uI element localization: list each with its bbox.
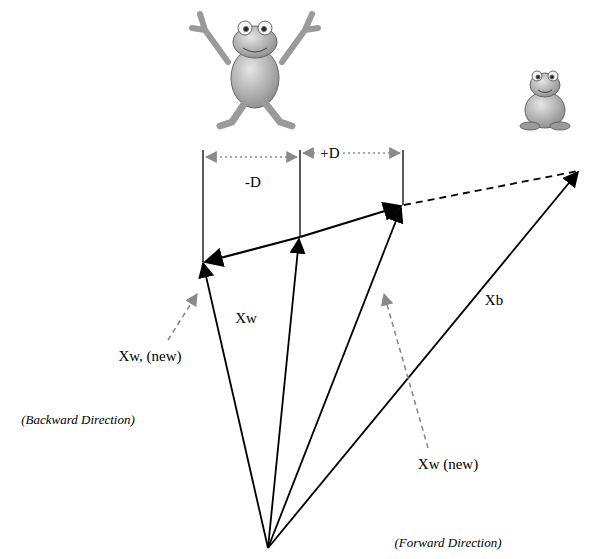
position-vector: [203, 172, 578, 548]
move-segment: [205, 237, 300, 262]
distance-label: -D: [243, 174, 263, 191]
frog-illustration: [520, 71, 570, 130]
frog-illustration: [192, 14, 318, 126]
distance-arrow: [206, 153, 400, 157]
direction-label: (Backward Direction): [19, 413, 136, 427]
direction-label: (Forward Direction): [393, 536, 504, 550]
distance-label: +D: [318, 145, 341, 162]
vector-label: Xw, (new): [116, 348, 183, 365]
vector-label: Xw (new): [416, 456, 480, 473]
vector-label: Xw: [233, 310, 259, 327]
move-segment: [300, 206, 401, 237]
tick-line: [203, 150, 403, 262]
vector-label: Xb: [483, 292, 505, 309]
extension-line: [404, 171, 578, 205]
pointer-arrow: [168, 294, 428, 448]
